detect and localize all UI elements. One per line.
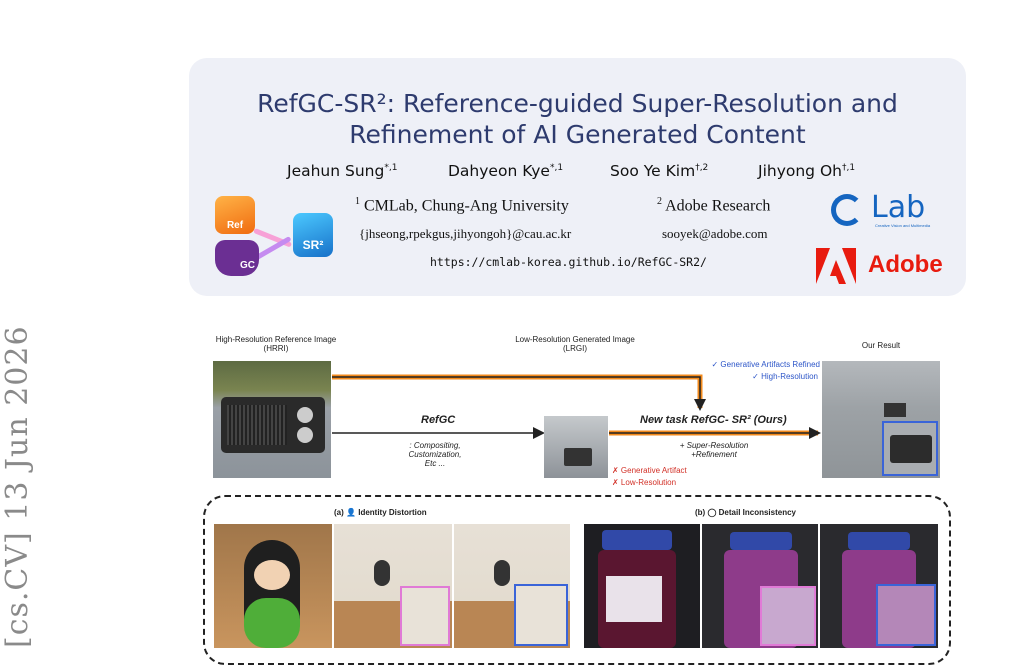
doll-photo-baseline [334, 524, 452, 648]
our-result-label: Our Result [861, 341, 901, 350]
affiliation-2: 2 Adobe Research [657, 196, 771, 215]
author-list: Jeahun Sung*,1 Dahyeon Kye*,1 Soo Ye Kim… [189, 162, 966, 184]
new-task-description: + Super-Resolution+Refinement [679, 441, 749, 459]
author-1: Jeahun Sung*,1 [287, 162, 398, 180]
person-icon: 👤 [346, 508, 356, 517]
sr2-cube-logo-icon: SR² [293, 213, 333, 257]
refgc-description: : Compositing,Customization,Etc ... [408, 441, 462, 468]
panel-a-title: (a) 👤 Identity Distortion [334, 508, 427, 517]
panel-b-title: (b) ◯ Detail Inconsistency [695, 508, 796, 517]
author-4: Jihyong Oh†,1 [758, 162, 856, 180]
lrgi-photo [544, 416, 608, 478]
hrri-label: High-Resolution Reference Image(HRRI) [215, 335, 337, 353]
author-3: Soo Ye Kim†,2 [610, 162, 709, 180]
affiliation-1: 1 CMLab, Chung-Ang University [355, 196, 569, 215]
title-line-1: RefGC-SR²: Reference-guided Super-Resolu… [257, 89, 898, 118]
radio-body [221, 397, 325, 453]
cmlab-logo: Lab Creative Vision and Multimedia [831, 190, 949, 232]
check-artifacts-refined: ✓ Generative Artifacts Refined [711, 360, 820, 369]
x-low-resolution: ✗ Low-Resolution [612, 478, 677, 487]
result-zoom-inset [882, 421, 938, 476]
refgc-label: RefGC [421, 414, 456, 426]
x-generative-artifact: ✗ Generative Artifact [612, 466, 687, 475]
pipeline-arrows [332, 374, 821, 439]
author-2: Dahyeon Kye*,1 [448, 162, 564, 180]
email-cau: {jhseong,rpekgus,jihyongoh}@cau.ac.kr [359, 226, 572, 241]
result-photo [822, 361, 940, 478]
cmlab-wordmark: Lab [871, 190, 926, 225]
hrri-photo [213, 361, 331, 478]
doll-photo-reference [214, 524, 332, 648]
doll-photo-ours [454, 524, 570, 648]
cmlab-tagline: Creative Vision and Multimedia [875, 223, 931, 228]
email-adobe: sooyek@adobe.com [662, 226, 768, 241]
paper-header-card: RefGC-SR²: Reference-guided Super-Resolu… [189, 58, 966, 296]
ref-logo-icon: Ref [215, 196, 255, 234]
lrgi-label: Low-Resolution Generated Image(LRGI) [515, 335, 635, 353]
paper-title: RefGC-SR²: Reference-guided Super-Resolu… [189, 88, 966, 150]
adobe-logo: Adobe [816, 248, 954, 288]
jar-photo-baseline [702, 524, 818, 648]
adobe-a-icon [816, 248, 856, 284]
gc-robot-logo-icon: GC [215, 240, 259, 276]
check-high-resolution: ✓ High-Resolution [752, 372, 818, 381]
cmlab-mark-icon [831, 194, 863, 226]
circle-icon: ◯ [707, 508, 717, 517]
new-task-label: New task RefGC- SR² (Ours) [640, 414, 787, 426]
title-line-2: Refinement of AI Generated Content [349, 120, 806, 149]
jar-photo-ours [820, 524, 938, 648]
jar-photo-reference [584, 524, 700, 648]
adobe-wordmark: Adobe [868, 251, 943, 278]
project-url[interactable]: https://cmlab-korea.github.io/RefGC-SR2/ [430, 255, 707, 269]
